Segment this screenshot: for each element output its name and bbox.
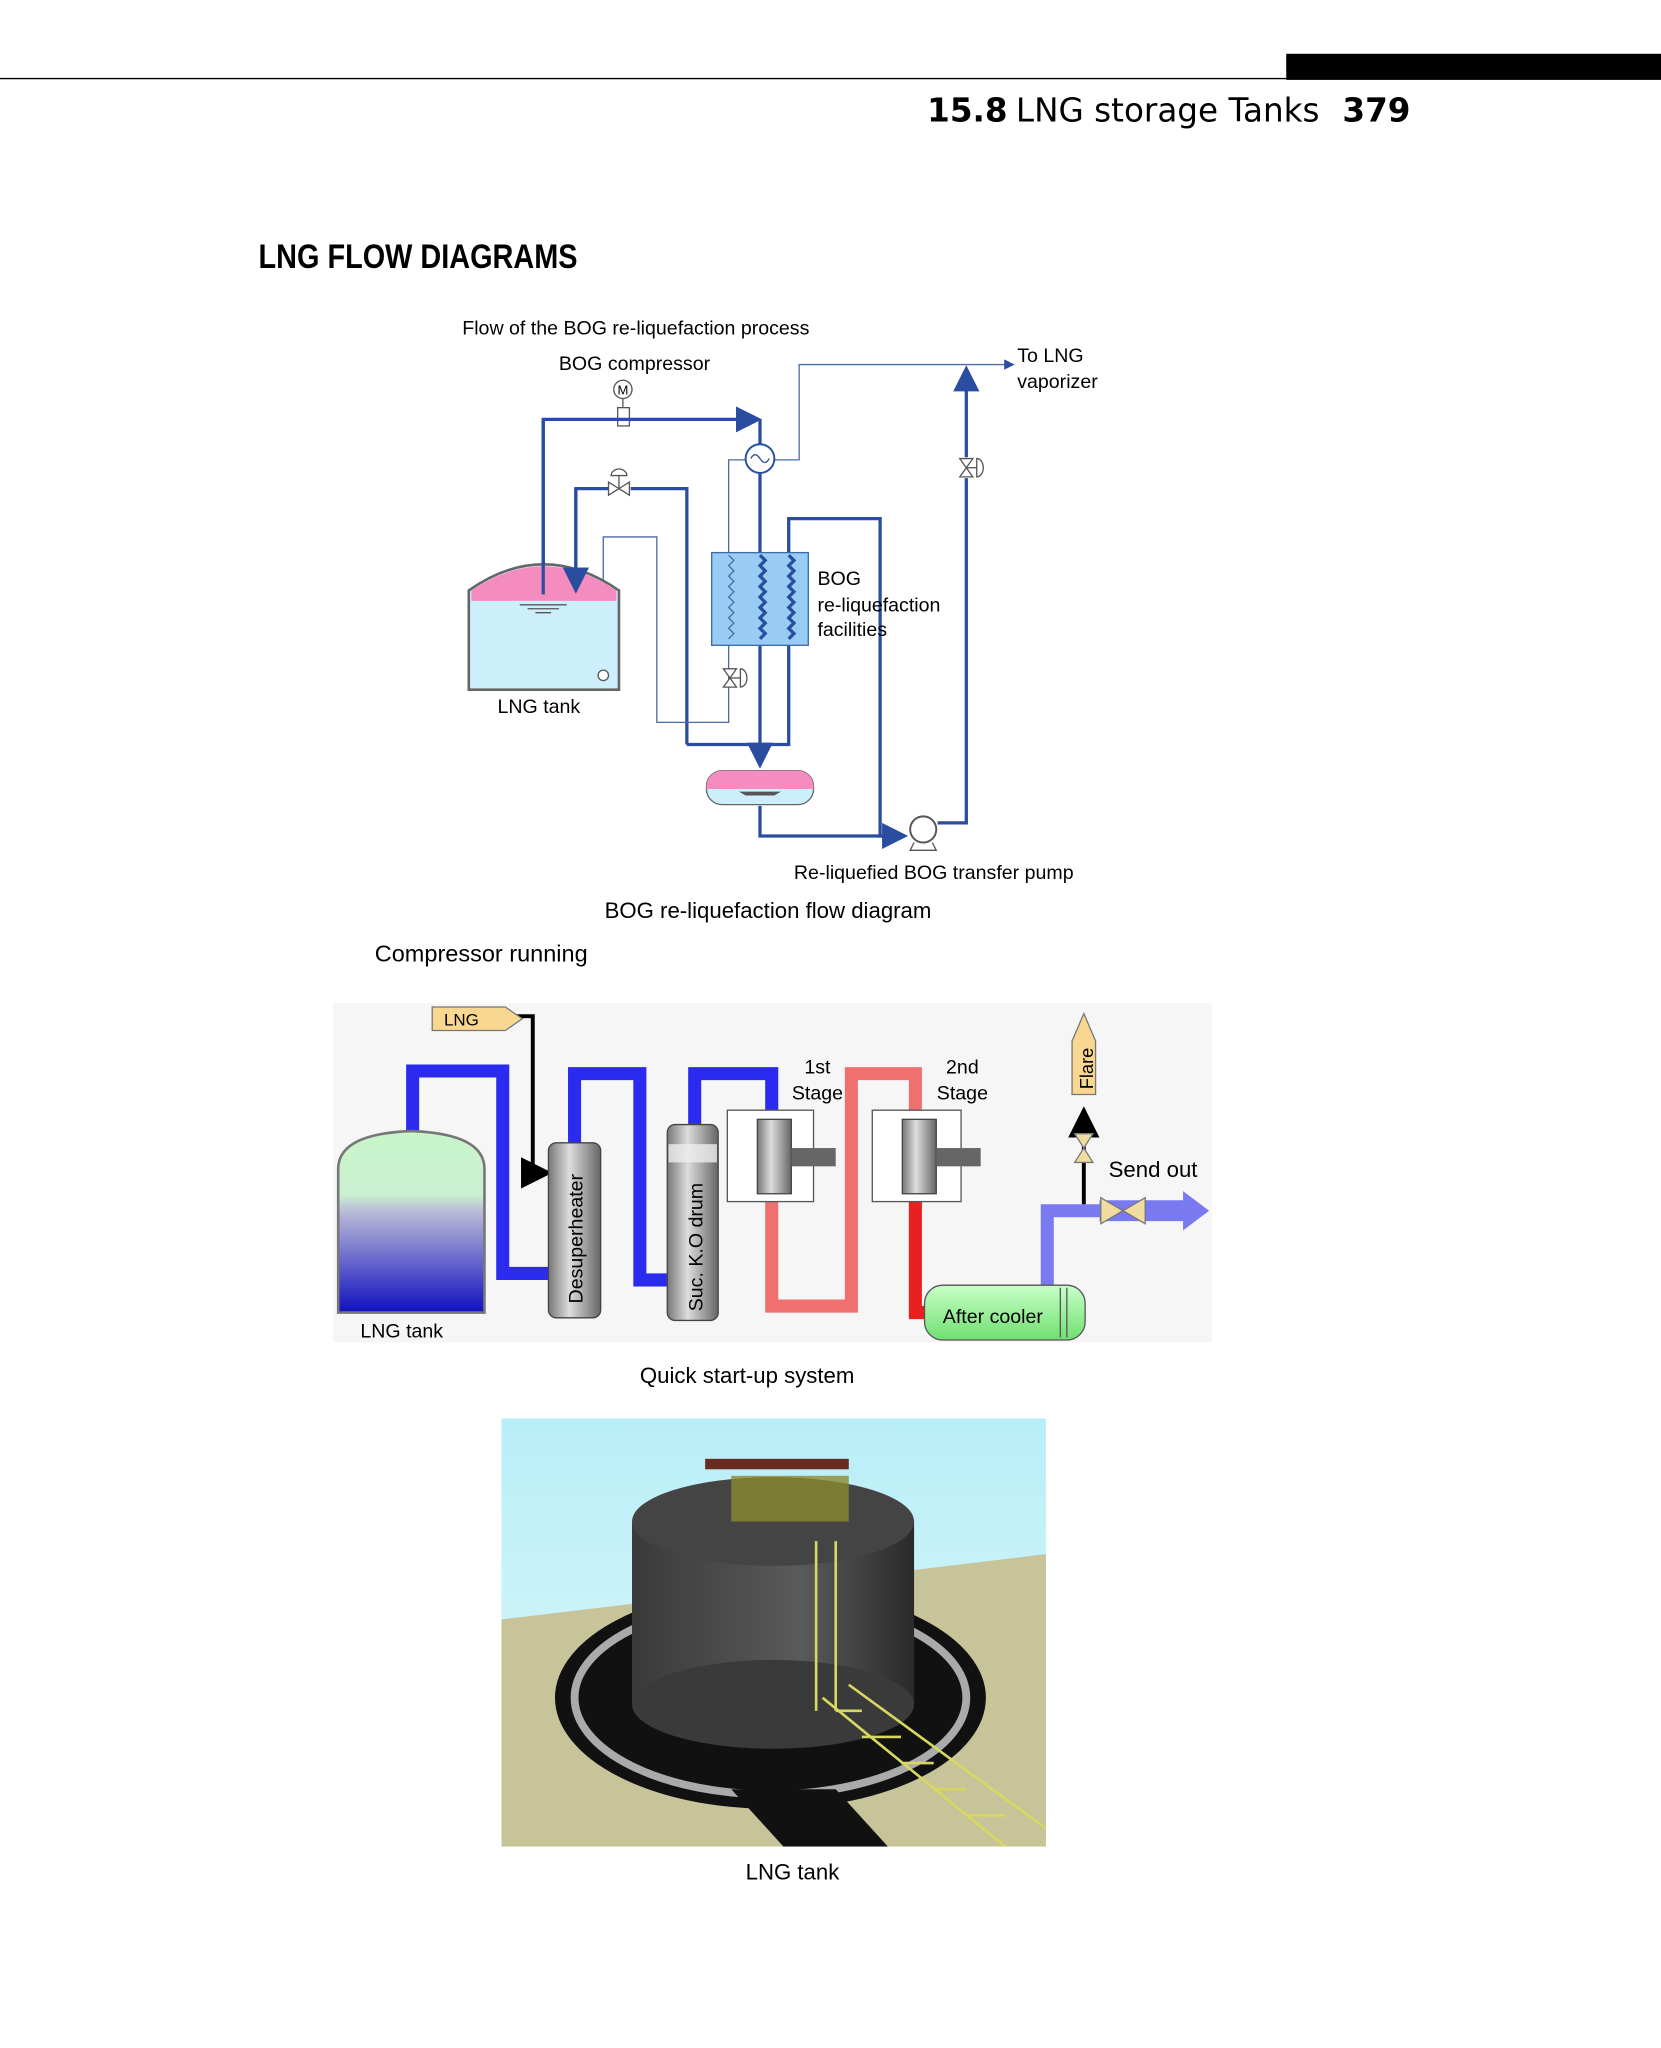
stage1-label-1: 1st bbox=[804, 1057, 831, 1079]
send-out-valve-icon bbox=[1100, 1196, 1146, 1225]
figure3-caption: LNG tank bbox=[746, 1859, 841, 1884]
stage1-label-2: Stage bbox=[792, 1083, 843, 1105]
pump-label: Re-liquefied BOG transfer pump bbox=[794, 862, 1074, 884]
running-header: 15.8 LNG storage Tanks 379 bbox=[0, 53, 1661, 130]
section-heading: LNG FLOW DIAGRAMS bbox=[259, 237, 578, 276]
figure1-caption: BOG re-liquefaction flow diagram bbox=[605, 898, 932, 923]
after-cooler-icon bbox=[923, 1284, 1086, 1341]
stage2-label-2: Stage bbox=[937, 1083, 988, 1105]
transfer-pump-icon bbox=[909, 815, 938, 851]
compressor-stage-2 bbox=[871, 1109, 981, 1203]
valve-icon bbox=[722, 668, 748, 688]
flare-tag bbox=[1071, 1011, 1097, 1096]
desuperheater-icon bbox=[547, 1142, 602, 1319]
header-bar bbox=[1286, 53, 1661, 80]
figure2-caption: Quick start-up system bbox=[640, 1363, 855, 1388]
gas-pipes bbox=[406, 1064, 1100, 1320]
stage2-label-1: 2nd bbox=[946, 1057, 979, 1079]
after-cooler-label: After cooler bbox=[943, 1306, 1044, 1328]
figure2-title: Compressor running bbox=[375, 940, 588, 966]
vaporizer-label-2: vaporizer bbox=[1017, 371, 1098, 393]
facility-label-3: facilities bbox=[817, 619, 887, 641]
compressor-running-diagram: Compressor running LNG LNG tank Desuperh… bbox=[332, 940, 1212, 1388]
lng-tank-icon bbox=[336, 1129, 486, 1314]
motor-symbol: M bbox=[617, 383, 628, 398]
desuperheater-label: Desuperheater bbox=[565, 1173, 587, 1303]
reflux-drum-icon bbox=[705, 770, 815, 806]
page-number: 379 bbox=[1342, 92, 1410, 130]
compressor-label: BOG compressor bbox=[559, 353, 711, 375]
send-out-label: Send out bbox=[1109, 1157, 1198, 1182]
facility-label-1: BOG bbox=[817, 568, 861, 590]
flare-label: Flare bbox=[1076, 1048, 1097, 1090]
section-title: LNG storage Tanks bbox=[1016, 92, 1320, 130]
facility-label-2: re-liquefaction bbox=[817, 594, 940, 616]
compressor-stage-1 bbox=[726, 1109, 836, 1203]
lng-tag-label: LNG bbox=[444, 1010, 479, 1029]
bog-reliquefaction-diagram: Flow of the BOG re-liquefaction process … bbox=[462, 318, 1098, 924]
tank-label: LNG tank bbox=[498, 696, 581, 718]
vaporizer-label-1: To LNG bbox=[1017, 345, 1083, 367]
send-out-arrow-icon bbox=[1099, 1191, 1210, 1231]
cold-lines bbox=[602, 359, 1015, 724]
lng-tank-label: LNG tank bbox=[360, 1320, 443, 1342]
ko-drum-label: Suc. K.O drum bbox=[686, 1183, 708, 1311]
valve-icon bbox=[958, 457, 984, 478]
compressor-icon bbox=[616, 407, 631, 427]
flare-valve-icon bbox=[1073, 1133, 1095, 1164]
lng-tag bbox=[431, 1006, 524, 1032]
ko-drum-icon bbox=[666, 1123, 719, 1322]
control-valve-icon bbox=[607, 468, 631, 497]
figure1-title: Flow of the BOG re-liquefaction process bbox=[462, 318, 809, 340]
section-number: 15.8 bbox=[927, 92, 1008, 130]
lng-tank-rendering: LNG tank bbox=[501, 1418, 1046, 1884]
